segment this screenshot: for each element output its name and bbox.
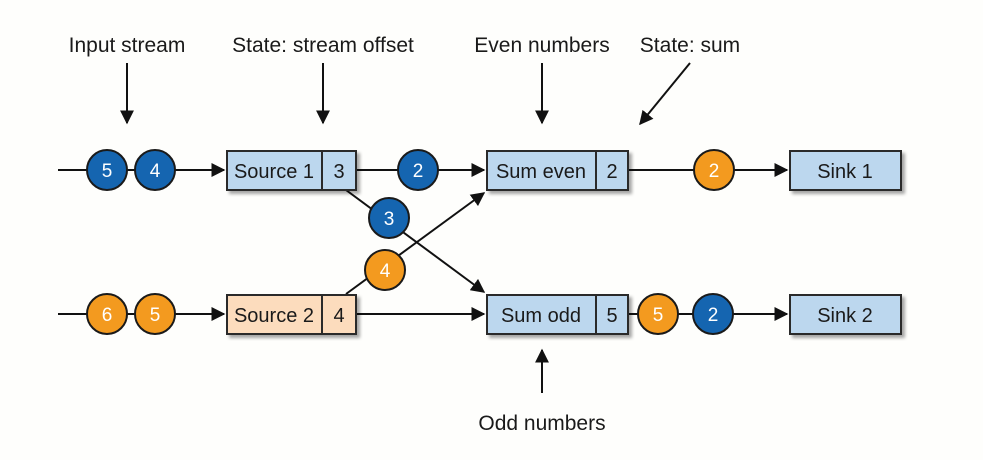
sink2-name: Sink 2 (817, 305, 873, 327)
event-label: 6 (102, 305, 113, 326)
flow-source1-to-sum-odd (345, 189, 486, 293)
label-odd-numbers: Odd numbers (478, 412, 605, 435)
operator-sink1: Sink 1 (789, 150, 902, 191)
label-state-sum: State: sum (640, 34, 740, 57)
event-label: 4 (380, 261, 391, 282)
operator-source2: Source 2 4 (226, 294, 357, 335)
sum-odd-state: 5 (606, 305, 617, 327)
source2-state: 4 (333, 305, 344, 327)
source2-name: Source 2 (234, 305, 314, 327)
event-label: 4 (150, 161, 161, 182)
sum-odd-name: Sum odd (501, 305, 581, 327)
event-blue: 5 (86, 149, 128, 191)
event-label: 5 (150, 305, 161, 326)
source1-state: 3 (333, 161, 344, 183)
event-label: 3 (384, 209, 395, 230)
event-label: 2 (708, 305, 719, 326)
event-blue: 2 (397, 149, 439, 191)
event-label: 5 (102, 161, 113, 182)
event-blue: 2 (692, 293, 734, 335)
sum-even-name: Sum even (496, 161, 586, 183)
event-label: 2 (413, 161, 424, 182)
operator-source1: Source 1 3 (226, 150, 357, 191)
event-orange: 6 (86, 293, 128, 335)
sink1-name: Sink 1 (817, 161, 873, 183)
sum-even-state: 2 (606, 161, 617, 183)
label-even-numbers: Even numbers (474, 34, 609, 57)
event-label: 5 (653, 305, 664, 326)
operator-sum-odd: Sum odd 5 (486, 294, 629, 335)
event-label: 2 (709, 161, 720, 182)
operator-sum-even: Sum even 2 (486, 150, 629, 191)
event-blue: 4 (134, 149, 176, 191)
operator-sink2: Sink 2 (789, 294, 902, 335)
label-input-stream: Input stream (69, 34, 186, 57)
event-orange: 4 (364, 249, 406, 291)
label-state-stream-offset: State: stream offset (232, 34, 414, 57)
event-orange: 2 (693, 149, 735, 191)
event-orange: 5 (637, 293, 679, 335)
event-blue: 3 (368, 197, 410, 239)
source1-name: Source 1 (234, 161, 314, 183)
arrow-state-sum (639, 62, 691, 126)
event-orange: 5 (134, 293, 176, 335)
